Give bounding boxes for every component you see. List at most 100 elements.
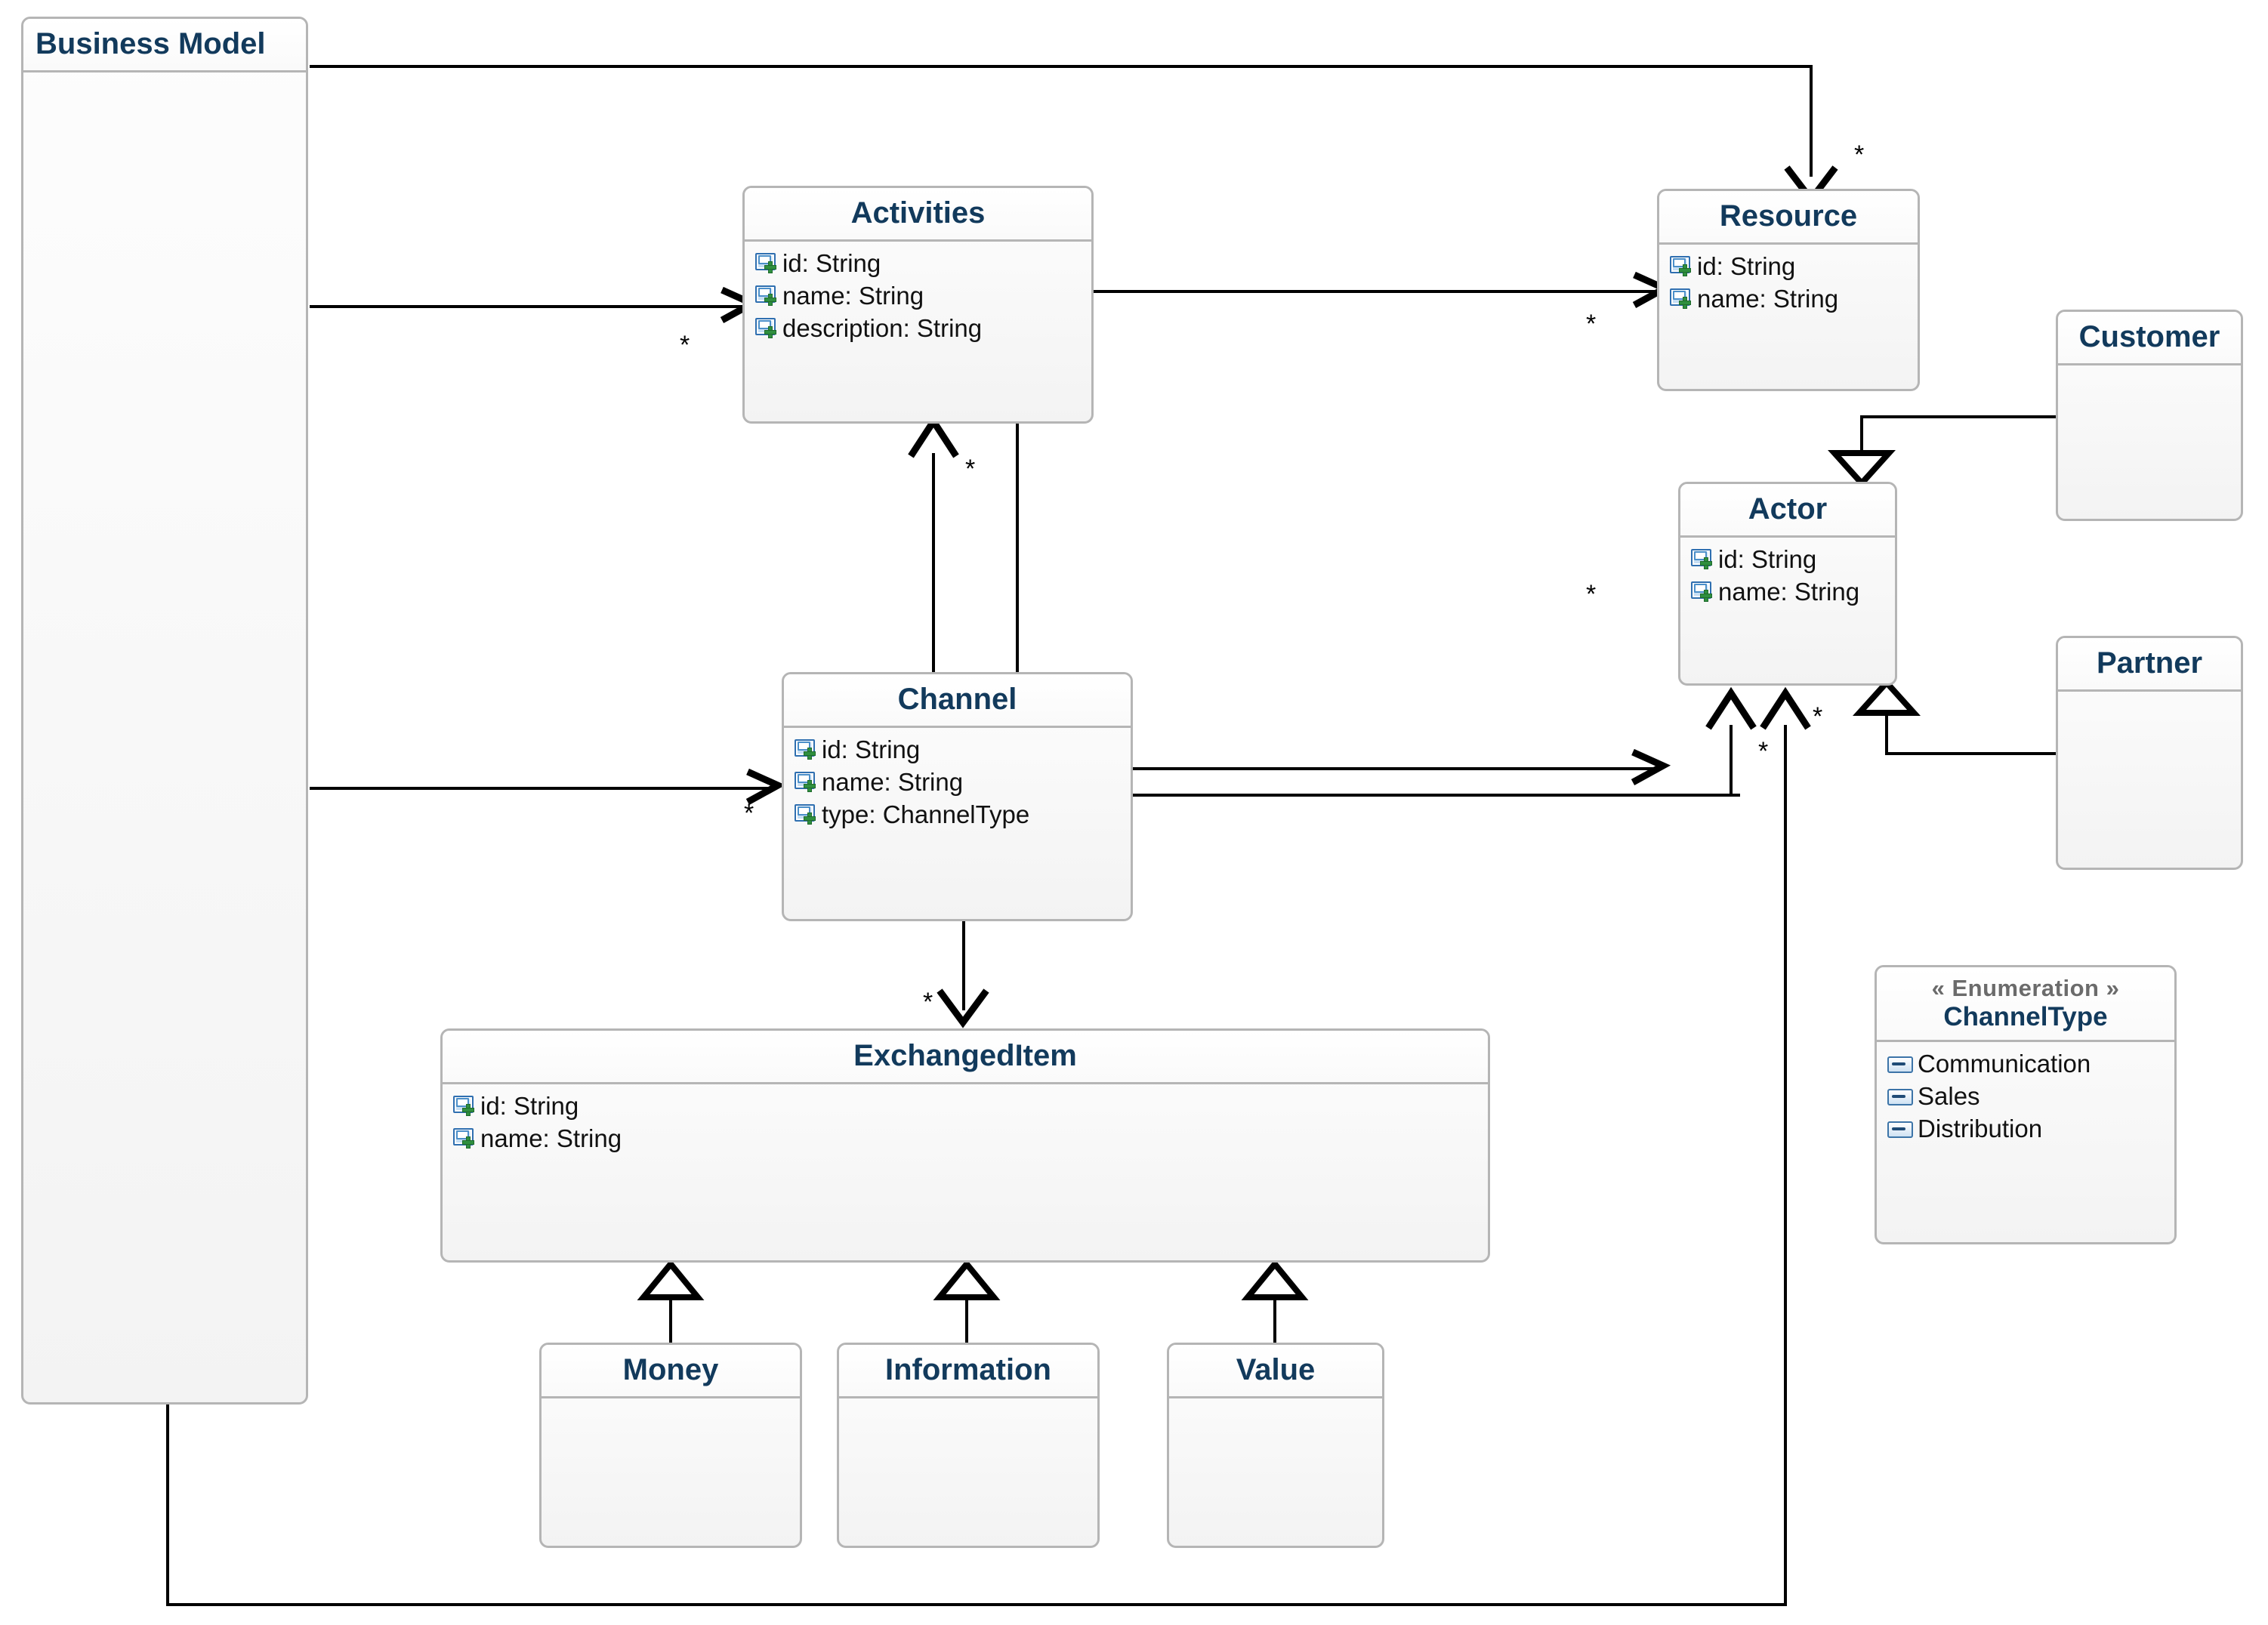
edge-businessmodel-resource-h	[310, 65, 1813, 68]
edge-channel-activities-v	[932, 453, 935, 680]
attribute-icon	[1670, 256, 1693, 277]
enum-literal-row: Communication	[1877, 1048, 2174, 1081]
multiplicity-channel-exchangeditem: *	[923, 988, 933, 1016]
edge-channel-actor-h	[1131, 794, 1740, 797]
attribute-icon	[453, 1128, 476, 1149]
enumeration-literals: Communication Sales Distribution	[1877, 1042, 2174, 1146]
multiplicity-channel-actor: *	[1758, 737, 1769, 766]
class-attributes-business-model	[23, 72, 306, 79]
attribute-label: name: String	[480, 1124, 622, 1152]
class-box-actor[interactable]: Actor id: String name: String	[1678, 482, 1897, 686]
class-box-information[interactable]: Information	[837, 1343, 1100, 1548]
attribute-row: type: ChannelType	[784, 799, 1131, 831]
arrowhead-activities-actor	[1631, 748, 1671, 785]
attribute-row: name: String	[1659, 283, 1918, 316]
class-box-money[interactable]: Money	[539, 1343, 802, 1548]
edge-partner-actor-v	[1885, 713, 1888, 754]
enumeration-box-channeltype[interactable]: « Enumeration » ChannelType Communicatio…	[1875, 965, 2177, 1244]
enum-literal-label: Communication	[1918, 1049, 2091, 1078]
attribute-icon	[795, 772, 817, 793]
edge-businessmodel-actor-v2	[1784, 725, 1787, 1606]
multiplicity-businessmodel-actor: *	[1813, 702, 1823, 731]
class-name-information: Information	[839, 1345, 1097, 1398]
edge-partner-actor-h	[1885, 752, 2057, 755]
multiplicity-businessmodel-channel: *	[744, 799, 754, 828]
class-name-customer: Customer	[2058, 312, 2241, 365]
attribute-icon	[795, 739, 817, 760]
class-name-exchangeditem: ExchangedItem	[443, 1031, 1488, 1084]
generalization-triangle-money	[637, 1259, 705, 1300]
class-box-partner[interactable]: Partner	[2056, 636, 2243, 870]
attribute-label: name: String	[782, 281, 924, 310]
multiplicity-businessmodel-activities: *	[680, 331, 690, 359]
generalization-triangle-partner	[1853, 678, 1921, 716]
edge-businessmodel-resource-v	[1810, 65, 1813, 177]
arrowhead-businessmodel-actor	[1760, 686, 1811, 730]
attribute-label: type: ChannelType	[822, 800, 1030, 828]
class-attributes-resource: id: String name: String	[1659, 245, 1918, 316]
enum-literal-row: Distribution	[1877, 1113, 2174, 1146]
arrowhead-channel-actor	[1705, 686, 1757, 730]
edge-activities-actor-h	[1016, 767, 1654, 770]
class-box-exchangeditem[interactable]: ExchangedItem id: String name: String	[440, 1028, 1490, 1263]
edge-businessmodel-actor-h	[166, 1603, 1787, 1606]
class-name-money: Money	[542, 1345, 800, 1398]
class-name-partner: Partner	[2058, 638, 2241, 692]
class-attributes-money	[542, 1398, 800, 1405]
attribute-row: name: String	[1680, 576, 1895, 609]
edge-information-exchangeditem-v	[965, 1299, 968, 1343]
class-box-customer[interactable]: Customer	[2056, 310, 2243, 521]
class-name-actor: Actor	[1680, 484, 1895, 538]
attribute-icon	[1691, 581, 1714, 603]
attribute-label: id: String	[480, 1092, 579, 1120]
enum-literal-icon	[1887, 1121, 1913, 1139]
attribute-row: id: String	[1659, 251, 1918, 283]
attribute-icon	[1670, 288, 1693, 310]
attribute-label: id: String	[782, 249, 881, 277]
attribute-label: name: String	[1718, 577, 1860, 606]
attribute-icon	[453, 1096, 476, 1117]
multiplicity-businessmodel-resource: *	[1854, 140, 1865, 169]
multiplicity-activities-actor: *	[1586, 580, 1597, 609]
multiplicity-activities-resource: *	[1586, 310, 1597, 338]
class-box-resource[interactable]: Resource id: String name: String	[1657, 189, 1920, 391]
class-box-business-model[interactable]: Business Model	[21, 17, 308, 1405]
class-box-value[interactable]: Value	[1167, 1343, 1384, 1548]
attribute-icon	[755, 253, 778, 274]
edge-channel-actor-v	[1730, 725, 1733, 797]
edge-customer-actor-h	[1860, 415, 2057, 418]
enum-literal-label: Sales	[1918, 1081, 1980, 1110]
attribute-icon	[755, 285, 778, 307]
enumeration-stereotype: « Enumeration »	[1931, 975, 2120, 1001]
class-name-channel: Channel	[784, 674, 1131, 728]
attribute-row: id: String	[784, 734, 1131, 766]
class-attributes-information	[839, 1398, 1097, 1405]
edge-activities-actor-v	[1016, 423, 1019, 770]
class-box-activities[interactable]: Activities id: String name: String descr…	[742, 186, 1094, 424]
class-attributes-channel: id: String name: String type: ChannelTyp…	[784, 728, 1131, 831]
edge-value-exchangeditem-v	[1273, 1299, 1276, 1343]
edge-businessmodel-actor-v1	[166, 1401, 169, 1606]
enum-literal-icon	[1887, 1056, 1913, 1074]
attribute-row: name: String	[784, 766, 1131, 799]
attribute-row: id: String	[1680, 544, 1895, 576]
attribute-label: name: String	[822, 767, 964, 796]
enumeration-header: « Enumeration » ChannelType	[1877, 967, 2174, 1042]
enum-literal-label: Distribution	[1918, 1114, 2043, 1142]
attribute-row: id: String	[443, 1090, 1488, 1123]
attribute-row: name: String	[745, 280, 1091, 313]
class-name-resource: Resource	[1659, 191, 1918, 245]
edge-customer-actor-v	[1860, 415, 1863, 459]
generalization-triangle-value	[1241, 1259, 1309, 1300]
arrowhead-businessmodel-channel	[745, 768, 786, 805]
class-box-channel[interactable]: Channel id: String name: String type: Ch…	[782, 672, 1133, 921]
enumeration-name: ChannelType	[1943, 1001, 2108, 1031]
class-name-business-model: Business Model	[23, 19, 306, 72]
class-name-value: Value	[1169, 1345, 1382, 1398]
class-name-activities: Activities	[745, 188, 1091, 242]
attribute-icon	[795, 804, 817, 825]
attribute-row: name: String	[443, 1123, 1488, 1155]
attribute-label: id: String	[1718, 545, 1817, 573]
attribute-icon	[755, 318, 778, 339]
